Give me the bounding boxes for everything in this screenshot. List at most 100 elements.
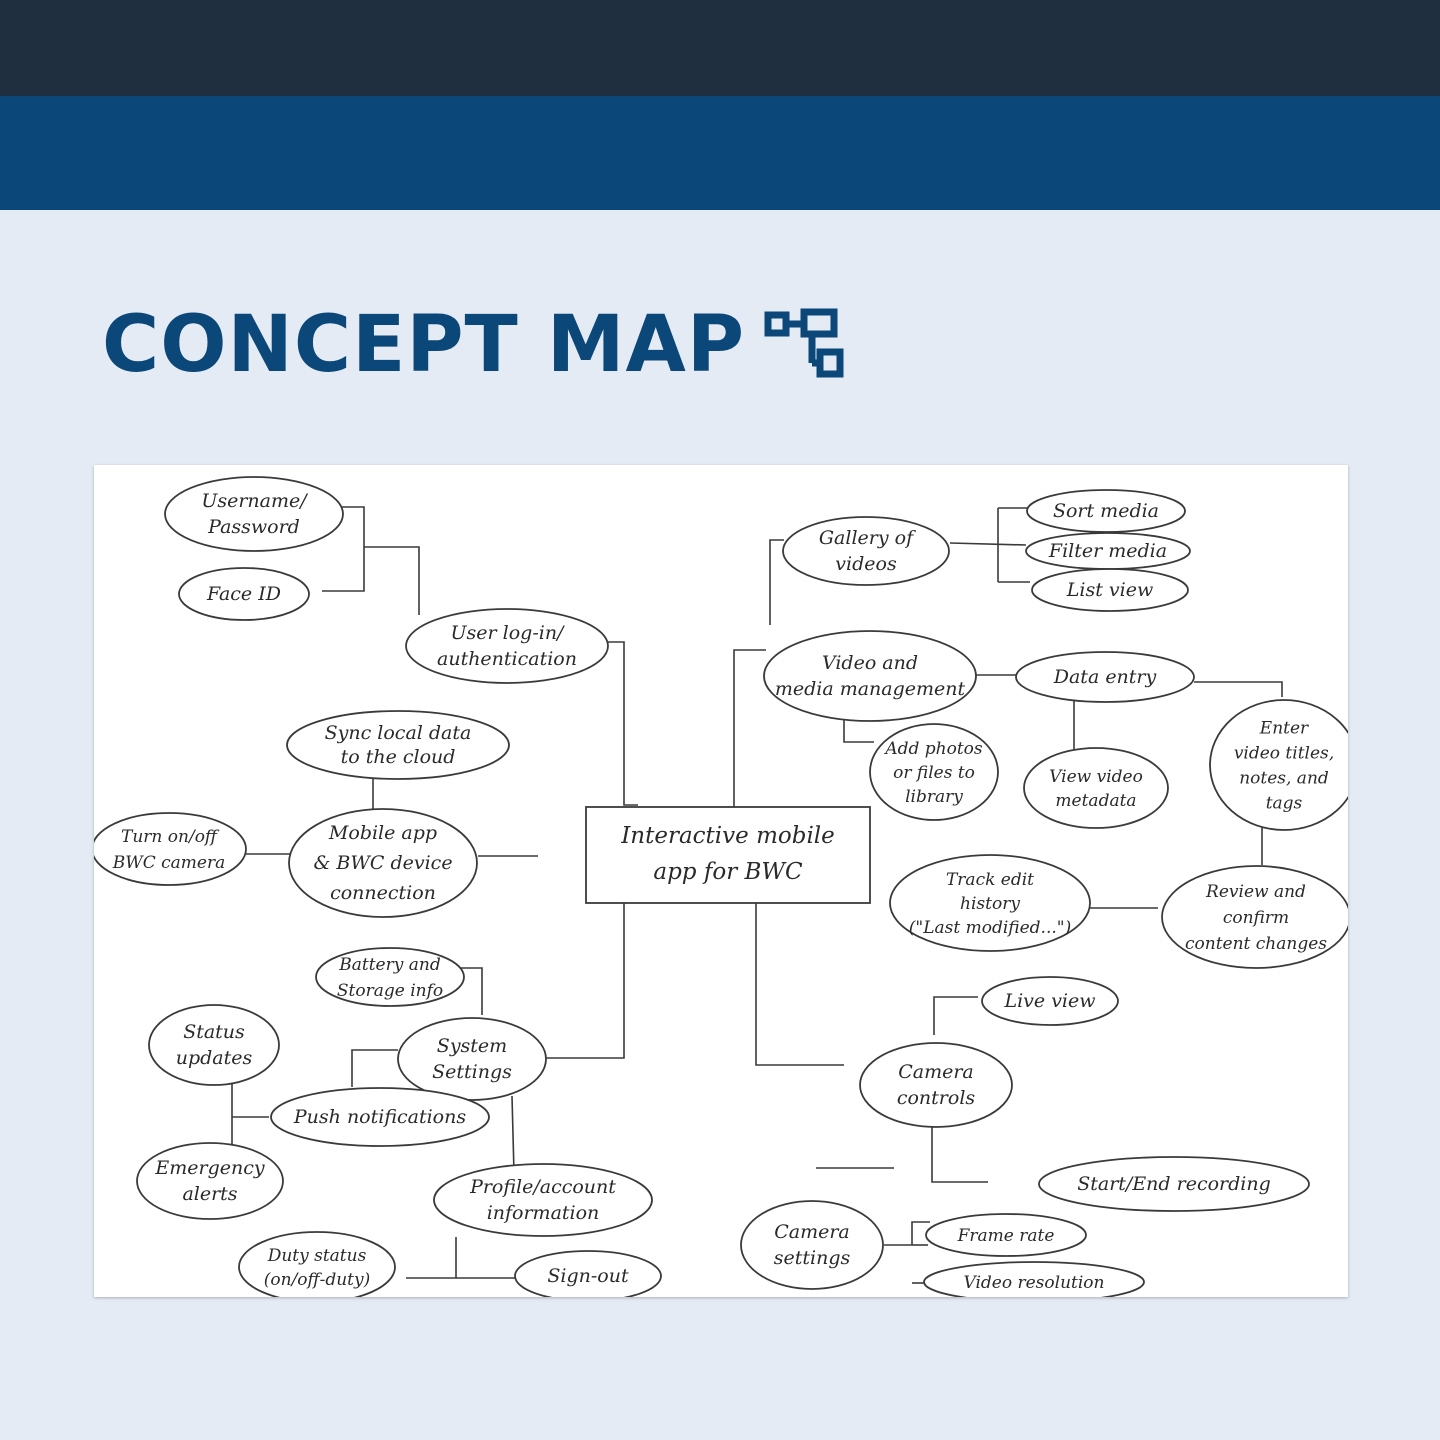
concept-node-label: Live view [1003,990,1095,1012]
concept-node-label: (on/off-duty) [264,1270,370,1290]
concept-node-data-entry: Data entry [1015,651,1195,703]
concept-node-label: Settings [432,1061,512,1083]
concept-node-label: Enter [1259,719,1309,739]
concept-node-list: List view [1031,568,1189,612]
concept-node-outline [782,516,950,586]
concept-node-duty: Duty status(on/off-duty) [238,1231,396,1297]
concept-node-label: videos [835,553,897,575]
concept-node-outline [1031,568,1189,612]
concept-node-label: Storage info [337,981,443,1001]
concept-node-label: history [960,894,1020,914]
concept-node-label: Track edit [946,870,1034,890]
concept-node-start-end: Start/End recording [1038,1156,1310,1212]
concept-node-label: Interactive mobile [620,823,835,849]
concept-node-label: or files to [893,763,975,783]
page-title: CONCEPT MAP [102,300,746,390]
concept-node-outline [164,476,344,552]
concept-node-sort: Sort media [1026,489,1186,533]
concept-node-label: Emergency [154,1157,264,1179]
concept-node-push: Push notifications [270,1087,490,1147]
concept-node-outline [405,608,609,684]
concept-node-label: System [437,1035,507,1057]
concept-node-label: Profile/account [469,1176,616,1198]
concept-node-live-view: Live view [981,976,1119,1026]
concept-nodes: Interactive mobile app for BWC Username/Pa… [94,476,1348,1297]
concept-node-outline [1161,865,1348,969]
concept-node-label: library [905,787,963,807]
concept-node-outline [859,1042,1013,1128]
concept-node-label: Review and [1205,882,1306,902]
concept-node-outline [288,808,478,918]
concept-node-center: Interactive mobile app for BWC [585,806,871,904]
concept-node-outline [889,854,1091,952]
concept-node-filter: Filter media [1025,532,1191,570]
concept-node-outline [1015,651,1195,703]
concept-node-label: Push notifications [293,1106,466,1128]
concept-node-review: Review and confirm content changes [1161,865,1348,969]
concept-node-label: media management [775,678,966,700]
connector-lines [231,506,1283,1284]
concept-node-label: video titles, [1234,744,1334,764]
concept-node-label: Frame rate [957,1226,1055,1246]
concept-node-label: app for BWC [653,859,803,885]
concept-node-video-mgmt: Video and media management [763,630,977,722]
concept-node-label: & BWC device [313,852,452,874]
concept-node-label: content changes [1185,934,1327,954]
hierarchy-diagram-icon [764,308,844,378]
concept-node-outline [94,812,247,886]
concept-node-outline [869,723,999,821]
concept-node-outline [136,1142,284,1220]
concept-node-label: ("Last modified...") [909,918,1071,938]
concept-node-label: alerts [182,1183,237,1205]
concept-node-label: confirm [1223,908,1289,928]
concept-node-label: Sort media [1053,500,1159,522]
concept-node-outline [1209,699,1348,831]
concept-node-label: to the cloud [341,746,456,768]
concept-node-outline [923,1261,1145,1297]
concept-node-label: Data entry [1053,666,1157,688]
concept-node-label: Video and [822,652,918,674]
concept-node-label: User log-in/ [451,622,566,644]
concept-node-frame-rate: Frame rate [925,1213,1087,1257]
concept-node-label: Sign-out [547,1265,629,1287]
concept-node-gallery: Gallery of videos [782,516,950,586]
concept-node-label: authentication [437,648,577,670]
concept-node-label: Camera [898,1061,974,1083]
concept-node-track-edit: Track edit history ("Last modified...") [889,854,1091,952]
concept-node-outline [585,806,871,904]
concept-node-label: controls [897,1087,976,1109]
concept-node-label: Gallery of [819,527,916,549]
concept-node-camera-controls: Camera controls [859,1042,1013,1128]
concept-node-label: Mobile app [328,822,437,844]
concept-node-face-id: Face ID [178,567,310,621]
concept-node-outline [740,1200,884,1290]
concept-node-outline [238,1231,396,1297]
concept-node-label: settings [774,1247,851,1269]
concept-node-signout: Sign-out [514,1250,662,1297]
concept-node-outline [925,1213,1087,1257]
concept-node-label: Status [183,1021,245,1043]
concept-node-label: Video resolution [964,1273,1105,1293]
concept-node-username: Username/Password [164,476,344,552]
concept-node-outline [286,710,510,780]
concept-node-emergency: Emergency alerts [136,1142,284,1220]
concept-node-outline [1038,1156,1310,1212]
concept-node-outline [178,567,310,621]
concept-node-label: Turn on/off [121,827,220,847]
header-band [0,96,1440,210]
concept-node-resolution: Video resolution [923,1261,1145,1297]
concept-node-outline [1026,489,1186,533]
concept-node-label: metadata [1055,791,1136,811]
concept-node-label: Add photos [883,739,983,759]
concept-map-card: Interactive mobile app for BWC Username/Pa… [94,465,1348,1297]
concept-node-outline [270,1087,490,1147]
concept-node-outline [1023,747,1169,829]
